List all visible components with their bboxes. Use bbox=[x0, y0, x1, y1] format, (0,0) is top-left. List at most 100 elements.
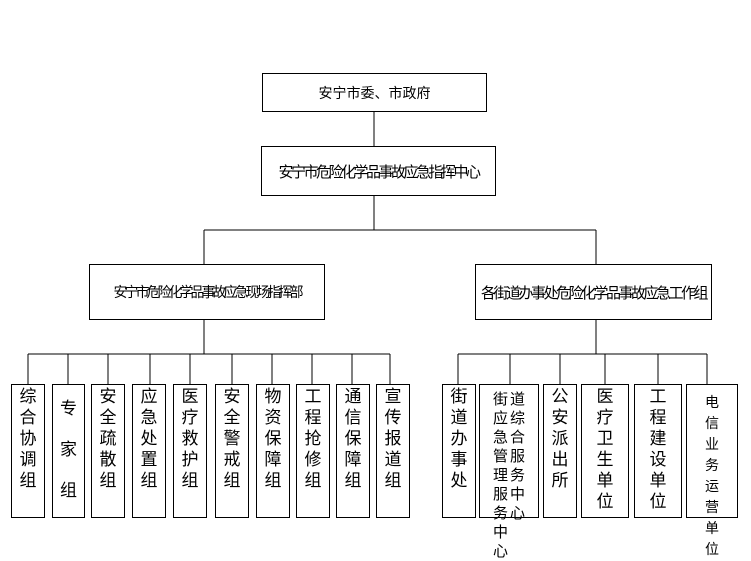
label-char: 疏 bbox=[99, 429, 117, 449]
group-box-xuanchuan: 宣传报道组 bbox=[376, 384, 410, 518]
label-char: 调 bbox=[19, 450, 37, 470]
group-box-zonghe: 综合协调组 bbox=[11, 384, 45, 518]
label-char: 街 bbox=[492, 390, 508, 408]
label-char: 宣 bbox=[384, 387, 402, 407]
label-char: 道 bbox=[384, 450, 402, 470]
label-char: 组 bbox=[19, 471, 37, 491]
unit-box-jianshe: 工程建设单位 bbox=[634, 384, 682, 518]
label-char: 安 bbox=[551, 408, 569, 428]
group-label-jingjie: 安全警戒组 bbox=[224, 387, 241, 492]
label-char: 疗 bbox=[596, 408, 614, 428]
label-char: 位 bbox=[596, 492, 614, 512]
group-label-chuzhi: 应急处置组 bbox=[141, 387, 158, 492]
unit-label-guanli: 街应急管理服务中心 道综合服务中心 bbox=[493, 390, 525, 561]
label-char: 组 bbox=[181, 471, 199, 491]
label-char: 派 bbox=[551, 429, 569, 449]
group-box-wuzi: 物资保障组 bbox=[256, 384, 290, 518]
label-char: 单 bbox=[596, 471, 614, 491]
label-char: 建 bbox=[649, 429, 667, 449]
group-label-zhuanjia: 专家组 bbox=[60, 399, 77, 502]
label-char: 心 bbox=[492, 542, 508, 560]
label-char: 家 bbox=[60, 440, 77, 460]
unit-label-dianxin: 电信业务运营单位 bbox=[705, 393, 719, 561]
label-char: 设 bbox=[649, 450, 667, 470]
label-char: 所 bbox=[551, 471, 569, 491]
label-char: 生 bbox=[596, 450, 614, 470]
label-char: 事 bbox=[450, 450, 468, 470]
unit-label-jiedao: 街道办事处 bbox=[451, 387, 468, 492]
label-char: 综 bbox=[19, 387, 37, 407]
group-label-jiuhu: 医疗救护组 bbox=[182, 387, 199, 492]
label-char: 警 bbox=[223, 429, 241, 449]
label-char: 信 bbox=[344, 408, 362, 428]
top-authority-box: 安宁市委、市政府 bbox=[262, 73, 487, 112]
label-char: 疗 bbox=[181, 408, 199, 428]
label-char: 处 bbox=[140, 429, 158, 449]
label-char: 营 bbox=[705, 500, 719, 516]
label-char: 组 bbox=[384, 471, 402, 491]
label-char: 组 bbox=[60, 481, 77, 501]
label-char: 全 bbox=[223, 408, 241, 428]
command-center-label: 安宁市危险化学品事故应急指挥中心 bbox=[278, 162, 481, 181]
label-char: 通 bbox=[344, 387, 362, 407]
top-authority-label: 安宁市委、市政府 bbox=[318, 85, 431, 102]
label-char: 办 bbox=[450, 429, 468, 449]
label-char: 应 bbox=[492, 409, 508, 427]
label-char: 程 bbox=[304, 408, 322, 428]
group-box-jiuhu: 医疗救护组 bbox=[173, 384, 207, 518]
label-char: 救 bbox=[181, 429, 199, 449]
label-char: 医 bbox=[181, 387, 199, 407]
label-char: 务 bbox=[492, 504, 508, 522]
field-command-box: 安宁市危险化学品事故应急现场指挥部 bbox=[89, 264, 325, 320]
label-char: 电 bbox=[705, 395, 719, 411]
label-char: 置 bbox=[140, 450, 158, 470]
label-char: 传 bbox=[384, 408, 402, 428]
unit-box-paichusuo: 公安派出所 bbox=[543, 384, 577, 518]
label-char: 出 bbox=[551, 450, 569, 470]
label-char: 综 bbox=[510, 409, 526, 427]
label-char: 散 bbox=[99, 450, 117, 470]
label-char: 业 bbox=[705, 437, 719, 453]
label-char: 卫 bbox=[596, 429, 614, 449]
label-char: 医 bbox=[596, 387, 614, 407]
street-working-group-box: 各街道办事处危险化学品事故应急工作组 bbox=[475, 264, 712, 320]
unit-label-guanli-col1: 街应急管理服务中心 bbox=[493, 390, 508, 561]
group-label-tongxin: 通信保障组 bbox=[345, 387, 362, 492]
label-char: 协 bbox=[19, 429, 37, 449]
label-char: 心 bbox=[510, 504, 526, 522]
group-box-chuzhi: 应急处置组 bbox=[132, 384, 166, 518]
label-char: 物 bbox=[264, 387, 282, 407]
label-char: 组 bbox=[264, 471, 282, 491]
group-box-zhuanjia: 专家组 bbox=[52, 384, 85, 518]
label-char: 合 bbox=[510, 428, 526, 446]
command-center-box: 安宁市危险化学品事故应急指挥中心 bbox=[261, 146, 496, 196]
group-box-shusan: 安全疏散组 bbox=[91, 384, 125, 518]
label-char: 护 bbox=[181, 450, 199, 470]
unit-label-jianshe: 工程建设单位 bbox=[650, 387, 667, 513]
unit-label-weisheng: 医疗卫生单位 bbox=[597, 387, 614, 513]
label-char: 中 bbox=[492, 523, 508, 541]
label-char: 服 bbox=[492, 485, 508, 503]
label-char: 保 bbox=[344, 429, 362, 449]
unit-box-guanli: 街应急管理服务中心 道综合服务中心 bbox=[479, 384, 539, 560]
unit-box-jiedao: 街道办事处 bbox=[442, 384, 476, 518]
label-char: 街 bbox=[450, 387, 468, 407]
label-char: 障 bbox=[344, 450, 362, 470]
connector-lines bbox=[27, 112, 708, 384]
label-char: 保 bbox=[264, 429, 282, 449]
label-char: 安 bbox=[223, 387, 241, 407]
label-char: 务 bbox=[705, 458, 719, 474]
label-char: 急 bbox=[140, 408, 158, 428]
label-char: 处 bbox=[450, 471, 468, 491]
group-label-shusan: 安全疏散组 bbox=[100, 387, 117, 492]
group-label-zonghe: 综合协调组 bbox=[20, 387, 37, 492]
label-char: 工 bbox=[304, 387, 322, 407]
label-char: 组 bbox=[344, 471, 362, 491]
label-char: 运 bbox=[705, 479, 719, 495]
label-char: 全 bbox=[99, 408, 117, 428]
group-box-qiangxiu: 工程抢修组 bbox=[296, 384, 330, 518]
group-label-qiangxiu: 工程抢修组 bbox=[305, 387, 322, 492]
label-char: 工 bbox=[649, 387, 667, 407]
label-char: 服 bbox=[510, 447, 526, 465]
label-char: 程 bbox=[649, 408, 667, 428]
